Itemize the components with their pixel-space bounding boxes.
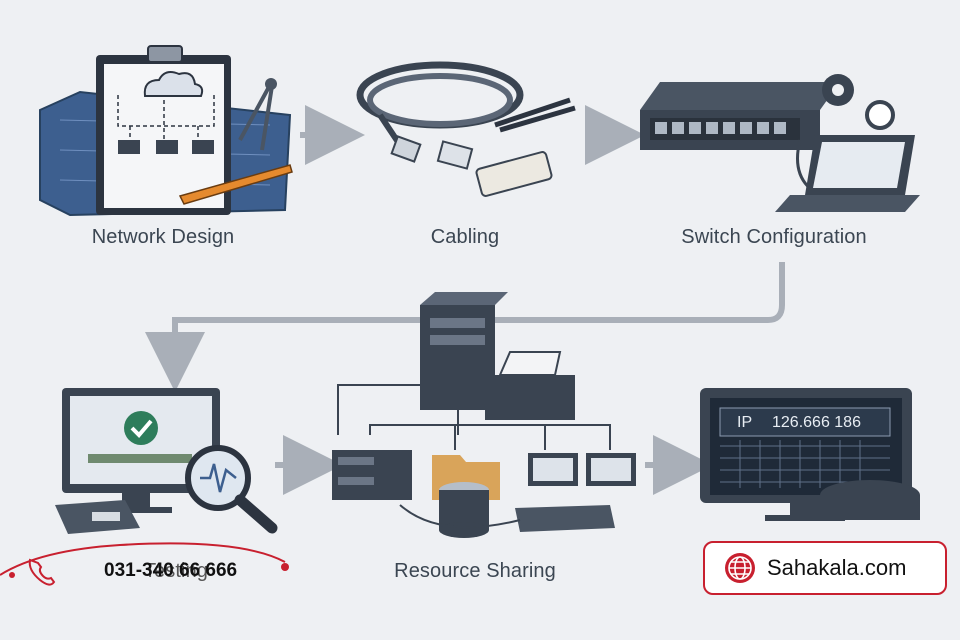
- ip-monitor-illustration: [700, 388, 920, 521]
- step-label-switch-configuration: Switch Configuration: [681, 226, 867, 248]
- phone-number[interactable]: 031-340 66 666: [104, 560, 238, 581]
- phone-icon: [28, 558, 56, 586]
- ip-label: IP: [737, 414, 752, 431]
- globe-icon: [725, 553, 755, 583]
- check-icon: [124, 411, 158, 445]
- step-label-testing: Testing: [143, 560, 209, 582]
- website-badge[interactable]: Sahakala.com: [703, 541, 947, 595]
- network-design-illustration: [39, 45, 293, 217]
- ip-value: 126.666 186: [772, 414, 861, 431]
- resource-sharing-illustration: [332, 292, 636, 538]
- step-label-cabling: Cabling: [430, 226, 500, 248]
- website-link[interactable]: Sahakala.com: [767, 555, 907, 580]
- testing-illustration: [55, 388, 278, 534]
- step-label-network-design: Network Design: [91, 226, 235, 248]
- flow-connector: [145, 262, 785, 392]
- step-label-resource-sharing: Resource Sharing: [394, 560, 556, 582]
- cabling-illustration: [356, 61, 576, 197]
- switch-illustration: [640, 74, 920, 212]
